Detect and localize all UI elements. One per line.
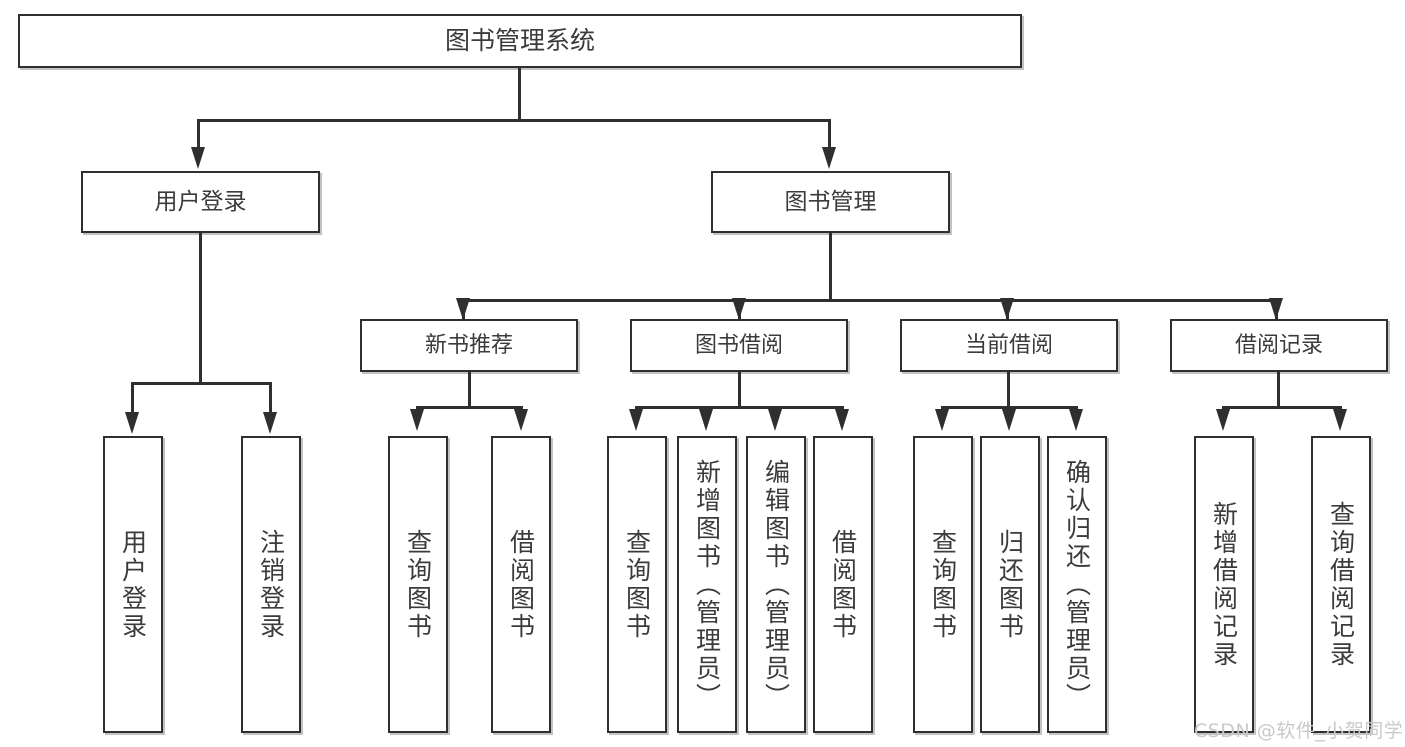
connector-root-stem	[518, 68, 521, 121]
node-label: 新书推荐	[424, 332, 513, 358]
arrowhead-root-to-user-login	[191, 147, 205, 169]
leaf-edit-book-admin[interactable]: 编辑图书（管理员）	[746, 436, 806, 733]
node-label: 当前借阅	[964, 332, 1053, 358]
node-label: 图书管理系统	[444, 25, 595, 55]
connector-root-to-user-login	[197, 119, 200, 149]
connector-user-login-to-leaf-2	[269, 382, 272, 414]
node-borrow-record[interactable]: 借阅记录	[1170, 319, 1388, 372]
arrowhead-bm-to-book-borrow	[732, 298, 746, 320]
leaf-label: 查询图书	[403, 528, 433, 641]
leaf-add-borrow-record[interactable]: 新增借阅记录	[1194, 436, 1254, 733]
node-label: 借阅记录	[1234, 332, 1323, 358]
connector-book-management-stem	[829, 233, 832, 302]
leaf-label: 查询图书	[928, 528, 958, 641]
leaf-borrow-book[interactable]: 借阅图书	[813, 436, 873, 733]
arrowhead-bb-leaf-2	[699, 409, 713, 431]
arrowhead-cb-leaf-2	[1002, 409, 1016, 431]
leaf-add-book-admin[interactable]: 新增图书（管理员）	[677, 436, 737, 733]
node-new-book-recommend[interactable]: 新书推荐	[360, 319, 578, 372]
leaf-label: 借阅图书	[828, 528, 858, 641]
node-label: 用户登录	[154, 188, 247, 215]
watermark-text: CSDN @软件_小贺同学	[1194, 720, 1404, 742]
leaf-query-book-current[interactable]: 查询图书	[913, 436, 973, 733]
leaf-logout[interactable]: 注销登录	[241, 436, 301, 733]
node-book-borrow[interactable]: 图书借阅	[630, 319, 848, 372]
arrowhead-bb-leaf-1	[629, 409, 643, 431]
arrowhead-br-leaf-1	[1216, 409, 1230, 431]
connector-borrow-record-bus	[1222, 406, 1342, 409]
connector-book-management-bus	[462, 299, 1278, 302]
leaf-label: 归还图书	[995, 528, 1025, 641]
leaf-label: 注销登录	[256, 528, 286, 641]
connector-root-bus	[197, 119, 831, 122]
arrowhead-bm-to-current-borrow	[1000, 298, 1014, 320]
leaf-label: 借阅图书	[506, 528, 536, 641]
arrowhead-br-leaf-2	[1333, 409, 1347, 431]
arrowhead-cb-leaf-1	[935, 409, 949, 431]
arrowhead-root-to-book-management	[822, 147, 836, 169]
connector-user-login-stem	[199, 233, 202, 384]
node-book-management[interactable]: 图书管理	[711, 171, 950, 233]
arrowhead-cb-leaf-3	[1069, 409, 1083, 431]
leaf-user-login[interactable]: 用户登录	[103, 436, 163, 733]
connector-user-login-to-leaf-1	[131, 382, 134, 414]
connector-root-to-book-management	[828, 119, 831, 149]
csdn-watermark: CSDN @软件_小贺同学	[1194, 716, 1403, 743]
connector-new-book-stem	[468, 372, 471, 408]
leaf-query-borrow-record[interactable]: 查询借阅记录	[1311, 436, 1371, 733]
node-current-borrow[interactable]: 当前借阅	[900, 319, 1118, 372]
leaf-label: 编辑图书（管理员）	[761, 458, 791, 711]
leaf-query-book-borrow[interactable]: 查询图书	[607, 436, 667, 733]
leaf-confirm-return-admin[interactable]: 确认归还（管理员）	[1047, 436, 1107, 733]
node-label: 图书管理	[784, 188, 877, 215]
leaf-label: 确认归还（管理员）	[1062, 458, 1092, 711]
connector-current-borrow-stem	[1007, 372, 1010, 408]
arrowhead-bm-to-borrow-record	[1269, 298, 1283, 320]
arrowhead-nb-leaf-2	[514, 409, 528, 431]
node-user-login[interactable]: 用户登录	[81, 171, 320, 233]
arrowhead-user-login-leaf-1	[125, 412, 139, 434]
arrowhead-bb-leaf-4	[835, 409, 849, 431]
leaf-label: 查询图书	[622, 528, 652, 641]
leaf-label: 查询借阅记录	[1326, 500, 1356, 669]
arrowhead-bb-leaf-3	[768, 409, 782, 431]
connector-book-borrow-stem	[738, 372, 741, 408]
leaf-label: 新增图书（管理员）	[692, 458, 722, 711]
connector-new-book-bus	[416, 406, 523, 409]
leaf-borrow-book-recommend[interactable]: 借阅图书	[491, 436, 551, 733]
arrowhead-bm-to-new-book	[456, 298, 470, 320]
leaf-query-book-recommend[interactable]: 查询图书	[388, 436, 448, 733]
arrowhead-user-login-leaf-2	[263, 412, 277, 434]
connector-user-login-bus	[131, 382, 272, 385]
node-book-management-system[interactable]: 图书管理系统	[18, 14, 1022, 68]
leaf-label: 用户登录	[118, 528, 148, 641]
connector-book-borrow-bus	[635, 406, 844, 409]
leaf-return-book[interactable]: 归还图书	[980, 436, 1040, 733]
arrowhead-nb-leaf-1	[410, 409, 424, 431]
leaf-label: 新增借阅记录	[1209, 500, 1239, 669]
node-label: 图书借阅	[694, 332, 783, 358]
connector-borrow-record-stem	[1277, 372, 1280, 408]
